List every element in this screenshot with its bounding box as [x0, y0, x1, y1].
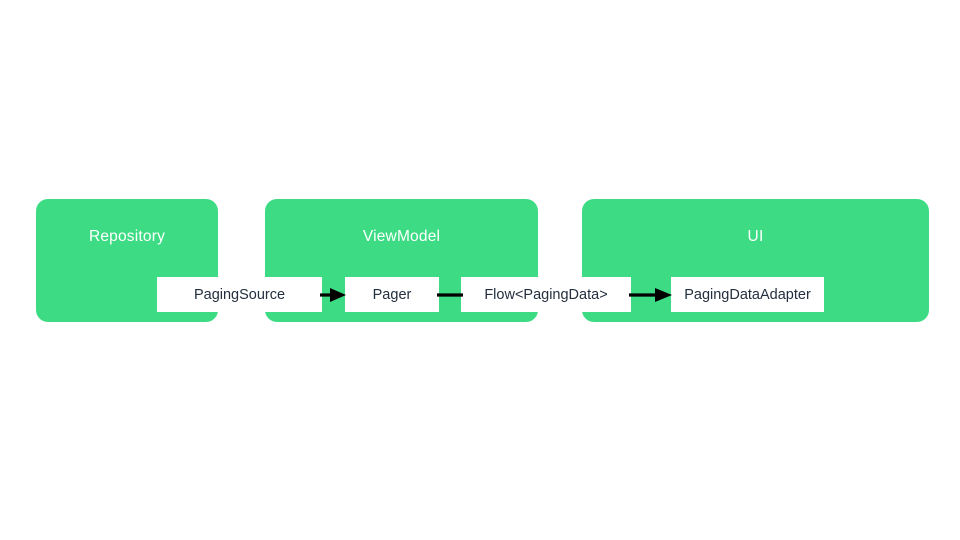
- panel-repository: Repository: [36, 199, 218, 322]
- node-pagingsource-label: PagingSource: [193, 286, 286, 303]
- arrowhead-icon: [330, 288, 346, 302]
- panel-ui-title: UI: [747, 228, 764, 245]
- connector-flow-to-pagingdataadapter: [629, 288, 672, 302]
- node-pagingsource: PagingSource: [157, 277, 322, 312]
- node-flow-label: Flow<PagingData>: [484, 286, 608, 303]
- node-pager-label: Pager: [372, 286, 412, 303]
- panel-viewmodel-title: ViewModel: [362, 228, 441, 245]
- connector-pager-to-flow: [437, 293, 463, 297]
- node-flow: Flow<PagingData>: [461, 277, 631, 312]
- node-pager: Pager: [345, 277, 439, 312]
- node-pagingdataadapter: PagingDataAdapter: [671, 277, 824, 312]
- arrowhead-icon: [655, 288, 672, 302]
- connector-pagingsource-to-pager: [320, 288, 346, 302]
- panel-repository-title: Repository: [88, 228, 166, 245]
- node-pagingdataadapter-label: PagingDataAdapter: [684, 286, 811, 303]
